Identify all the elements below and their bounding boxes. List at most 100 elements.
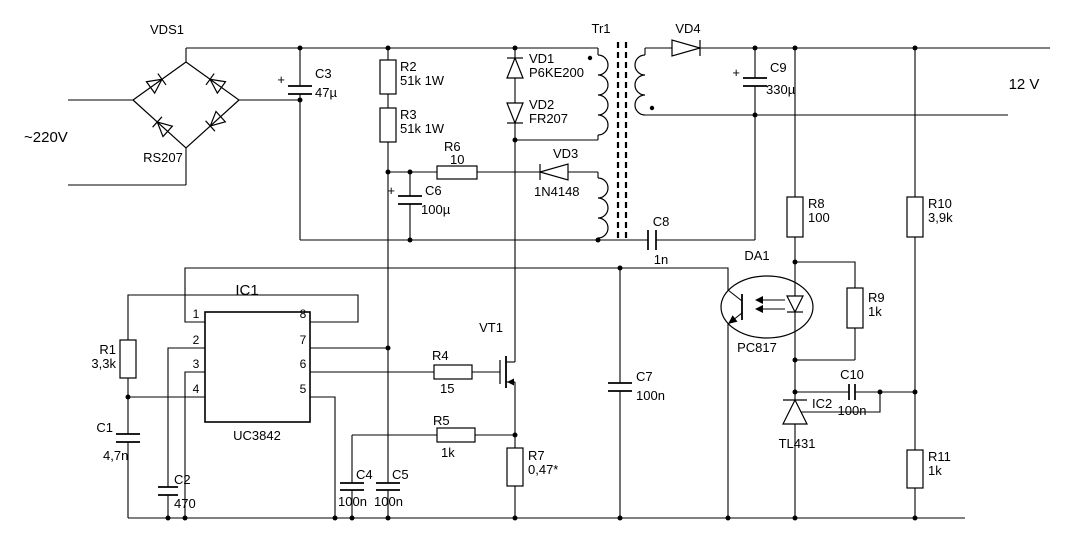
label-c4-value: 100n — [338, 494, 367, 509]
label-r1-value: 3,3k — [91, 356, 116, 371]
label-c7-value: 100n — [636, 388, 665, 403]
label-ic1-ref: IC1 — [235, 282, 258, 299]
label-c4-ref: C4 — [356, 467, 373, 482]
bridge-diode-icon — [205, 73, 227, 95]
label-r1-ref: R1 — [99, 342, 116, 357]
label-c8-value: 1n — [654, 252, 668, 267]
resistor-r8: R8 100 — [786, 196, 830, 238]
cap-c10: C10 100n — [838, 367, 867, 418]
label-r2-value: 51k 1W — [400, 73, 445, 88]
label-r11-ref: R11 — [928, 449, 951, 464]
resistor-r4: R4 15 — [432, 348, 473, 396]
cap-c5: C5 100n — [374, 467, 409, 509]
led-icon — [786, 295, 804, 314]
wire-net — [68, 47, 1050, 519]
diode-vd1: VD1 P6KE200 — [506, 51, 584, 80]
ic1-uc3842: IC1 UC3842 1 2 3 4 8 7 6 5 — [193, 282, 311, 443]
light-arrow-icon — [755, 305, 763, 313]
resistor-r11: R11 1k — [906, 449, 951, 489]
cap-c6: + C6 100µ — [387, 183, 450, 217]
bridge-diode-icon — [145, 73, 167, 95]
cap-c1: C1 4,7n — [96, 420, 140, 463]
resistor-r3: R3 51k 1W — [379, 107, 445, 143]
label-c10-ref: C10 — [840, 367, 864, 382]
resistor-r2: R2 51k 1W — [379, 59, 445, 95]
label-r5-ref: R5 — [433, 413, 450, 428]
label-vd2-ref: VD2 — [529, 97, 554, 112]
label-r9-value: 1k — [868, 304, 882, 319]
diode-vd4: VD4 — [671, 21, 703, 57]
label-vd3-part: 1N4148 — [534, 184, 580, 199]
bridge-diode-icon — [205, 110, 227, 132]
cap-c2: C2 470 — [158, 472, 196, 511]
label-ic1-pin2: 2 — [193, 333, 200, 347]
label-r9-ref: R9 — [868, 290, 885, 305]
label-r7-value: 0,47* — [528, 462, 558, 477]
label-ic1-pin5: 5 — [300, 382, 307, 396]
label-vds1-part: RS207 — [143, 150, 183, 165]
input-voltage-label: ~220V — [24, 129, 68, 146]
label-vd4-ref: VD4 — [675, 21, 700, 36]
cap-c9: + C9 330µ — [732, 60, 795, 97]
label-c9-ref: C9 — [770, 60, 787, 75]
label-vd1-ref: VD1 — [529, 51, 554, 66]
optocoupler-da1: DA1 PC817 — [720, 248, 814, 355]
resistor-r5: R5 1k — [433, 413, 476, 460]
mosfet-arrow-icon — [507, 378, 514, 386]
label-r3-ref: R3 — [400, 107, 417, 122]
label-ic1-pin4: 4 — [193, 382, 200, 396]
winding-polarity-dot — [587, 55, 593, 61]
label-c5-value: 100n — [374, 494, 403, 509]
cap-c4: C4 100n — [338, 467, 373, 509]
label-r3-value: 51k 1W — [400, 121, 445, 136]
bridge-rectifier-vds1: VDS1 RS207 — [132, 22, 240, 165]
label-ic1-part: UC3842 — [233, 428, 281, 443]
label-c5-ref: C5 — [392, 467, 409, 482]
label-ic2-ref: IC2 — [812, 396, 832, 411]
label-vds1-ref: VDS1 — [150, 22, 184, 37]
label-c2-value: 470 — [174, 496, 196, 511]
label-r5-value: 1k — [441, 445, 455, 460]
label-da1-part: PC817 — [737, 340, 777, 355]
shunt-regulator-ic2: IC2 TL431 — [779, 396, 833, 451]
transformer-tr1: Tr1 — [587, 21, 655, 242]
emitter-arrow-icon — [728, 315, 738, 324]
label-vt1-ref: VT1 — [479, 320, 503, 335]
output-voltage-label: 12 V — [1009, 76, 1040, 93]
cap-c3: + C3 47µ — [277, 66, 337, 100]
diode-vd3: VD3 1N4148 — [534, 146, 580, 199]
label-r6-ref: R6 — [444, 139, 461, 154]
label-r8-ref: R8 — [808, 196, 825, 211]
cap-c7: C7 100n — [608, 369, 665, 403]
label-c3-ref: C3 — [315, 66, 332, 81]
label-vd3-ref: VD3 — [553, 146, 578, 161]
label-ic1-pin6: 6 — [300, 357, 307, 371]
label-c9-value: 330µ — [766, 82, 796, 97]
label-c6-value: 100µ — [421, 202, 451, 217]
cap-c8: C8 1n — [647, 214, 669, 267]
diode-vd2: VD2 FR207 — [506, 97, 568, 126]
label-r4-value: 15 — [440, 381, 454, 396]
resistor-r10: R10 3,9k — [906, 196, 953, 238]
label-c3-value: 47µ — [315, 85, 337, 100]
label-c10-value: 100n — [838, 403, 867, 418]
label-ic1-pin1: 1 — [193, 307, 200, 321]
light-arrow-icon — [755, 296, 763, 304]
label-c1-value: 4,7n — [103, 448, 128, 463]
label-ic1-pin7: 7 — [300, 333, 307, 347]
bridge-diode-icon — [152, 116, 174, 138]
winding-polarity-dot — [649, 105, 655, 111]
label-ic1-pin8: 8 — [300, 307, 307, 321]
label-c7-ref: C7 — [636, 369, 653, 384]
resistor-r9: R9 1k — [846, 287, 885, 329]
label-ic2-part: TL431 — [779, 436, 816, 451]
label-vd2-part: FR207 — [529, 111, 568, 126]
resistor-r1: R1 3,3k — [91, 339, 137, 379]
label-r7-ref: R7 — [528, 448, 545, 463]
label-c1-ref: C1 — [96, 420, 113, 435]
label-r10-ref: R10 — [928, 196, 952, 211]
label-vd1-part: P6KE200 — [529, 65, 584, 80]
label-tr1-ref: Tr1 — [591, 21, 610, 36]
